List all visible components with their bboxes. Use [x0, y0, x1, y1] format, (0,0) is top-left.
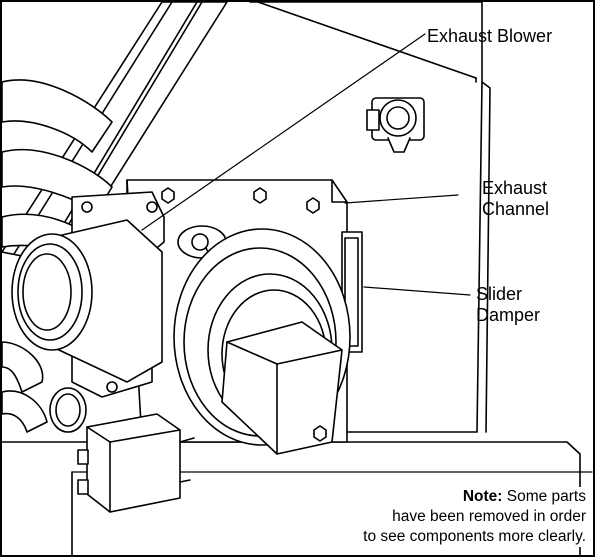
- exhaust-channel-label-line1: Exhaust: [482, 178, 548, 198]
- hex-bolts: [161, 187, 327, 442]
- junction-box: [77, 413, 195, 513]
- slider-damper-label: Slider Damper: [476, 284, 540, 326]
- slider-damper-label-line2: Damper: [476, 305, 541, 325]
- leader-lines: [141, 33, 471, 296]
- exhaust-blower-leader: [141, 33, 426, 231]
- note-line3: to see components more clearly.: [363, 528, 586, 545]
- inspection-port: [49, 387, 87, 433]
- note-label: Note:: [462, 488, 503, 505]
- exhaust-channel-leader: [344, 194, 459, 204]
- vent-pipe-collar: [11, 219, 163, 383]
- exhaust-channel-label-line2: Channel: [482, 199, 550, 219]
- limit-switch: [366, 97, 425, 153]
- exhaust-blower-label: Exhaust Blower: [427, 26, 553, 46]
- removed-parts-note: Note: Some parts have been removed in or…: [359, 487, 586, 547]
- note-text-line1: Some parts: [506, 488, 586, 505]
- note-line1: Note: Some parts: [363, 487, 586, 507]
- slider-damper-label-line1: Slider: [476, 284, 523, 304]
- blower-motor: [221, 321, 343, 455]
- exhaust-channel-label: Exhaust Channel: [482, 178, 549, 220]
- note-line2: have been removed in order: [392, 508, 586, 525]
- slider-damper-leader: [363, 286, 471, 296]
